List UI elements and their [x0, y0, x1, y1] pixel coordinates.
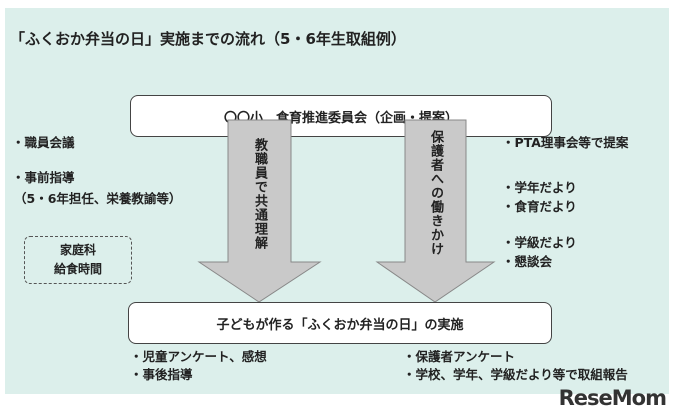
right-item: ・懇談会	[502, 254, 553, 269]
left-item: ・職員会議	[12, 135, 75, 150]
dashed-box-line: 家庭科	[59, 243, 96, 257]
bottom-right-item: ・保護者アンケート	[403, 349, 516, 364]
right-item: ・PTA理事会等で提案	[502, 135, 629, 150]
bottom-left-item: ・児童アンケート、感想	[130, 349, 267, 364]
left-arrow	[197, 119, 322, 303]
right-arrow	[375, 119, 496, 303]
left-item: （5・6年担任、栄養教諭等）	[14, 191, 182, 206]
bottom-right-item: ・学校、学年、学級だより等で取組報告	[403, 367, 628, 382]
right-item: ・食育だより	[502, 199, 577, 214]
left-item: ・事前指導	[12, 170, 75, 185]
right-item: ・学年だより	[502, 180, 577, 195]
right-item: ・学級だより	[502, 235, 577, 250]
bottom-left-item: ・事後指導	[130, 367, 193, 382]
diagram-title: 「ふくおか弁当の日」実施までの流れ（5・6年生取組例）	[10, 30, 406, 48]
right-arrow-label: 保護者への働きかけ	[428, 130, 443, 256]
left-arrow-label: 教職員で共通理解	[252, 138, 267, 250]
dashed-box-line: 給食時間	[53, 262, 102, 276]
resemom-logo: ReseMom	[558, 386, 667, 410]
dashed-box: 家庭科 給食時間	[24, 236, 132, 284]
implementation-box: 子どもが作る「ふくおか弁当の日」の実施	[128, 302, 552, 344]
